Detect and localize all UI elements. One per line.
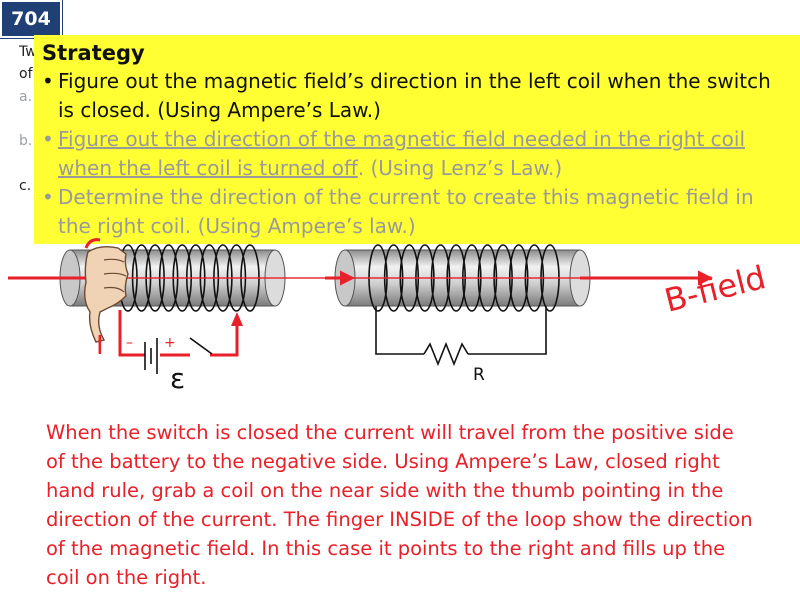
- bullet-text: Determine the direction of the current t…: [58, 185, 754, 238]
- b-field-label: B-field: [661, 258, 770, 320]
- battery-icon: [144, 338, 158, 374]
- resistor-label: R: [473, 365, 485, 385]
- question-fragment: c.: [19, 178, 32, 194]
- current-label: I: [96, 331, 104, 361]
- bullet-text: Figure out the magnetic field’s directio…: [58, 69, 771, 122]
- emf-label: ε: [170, 362, 185, 395]
- slide-number-badge: 704: [0, 0, 62, 38]
- strategy-box: Strategy • Figure out the magnetic field…: [34, 35, 800, 244]
- bullet-text-underlined: Figure out the direction of the magnetic…: [58, 127, 746, 180]
- left-circuit-wire: [118, 310, 239, 357]
- strategy-bullet: • Figure out the direction of the magnet…: [42, 125, 792, 183]
- question-fragment: of: [19, 66, 33, 82]
- strategy-bullet: • Determine the direction of the current…: [42, 183, 792, 241]
- battery-minus-label: –: [126, 335, 133, 351]
- question-fragment: b.: [19, 133, 33, 149]
- question-fragment: Tw: [19, 44, 37, 60]
- bullet-dot: •: [42, 69, 54, 93]
- bullet-dot: •: [42, 127, 54, 151]
- wire-current-arrow: [231, 312, 243, 326]
- question-fragment: a.: [19, 89, 33, 105]
- strategy-bullet: • Figure out the magnetic field’s direct…: [42, 67, 792, 125]
- coils-diagram: – + I ε R B-field: [8, 238, 770, 395]
- switch-icon: [189, 337, 213, 355]
- strategy-title: Strategy: [42, 41, 145, 65]
- bullet-dot: •: [42, 185, 54, 209]
- right-circuit-wire: [375, 306, 547, 367]
- right-hand-icon: [83, 238, 129, 343]
- explanation-text: When the switch is closed the current wi…: [46, 421, 753, 589]
- bullet-text: . (Using Lenz’s Law.): [357, 156, 563, 180]
- battery-plus-label: +: [164, 335, 176, 351]
